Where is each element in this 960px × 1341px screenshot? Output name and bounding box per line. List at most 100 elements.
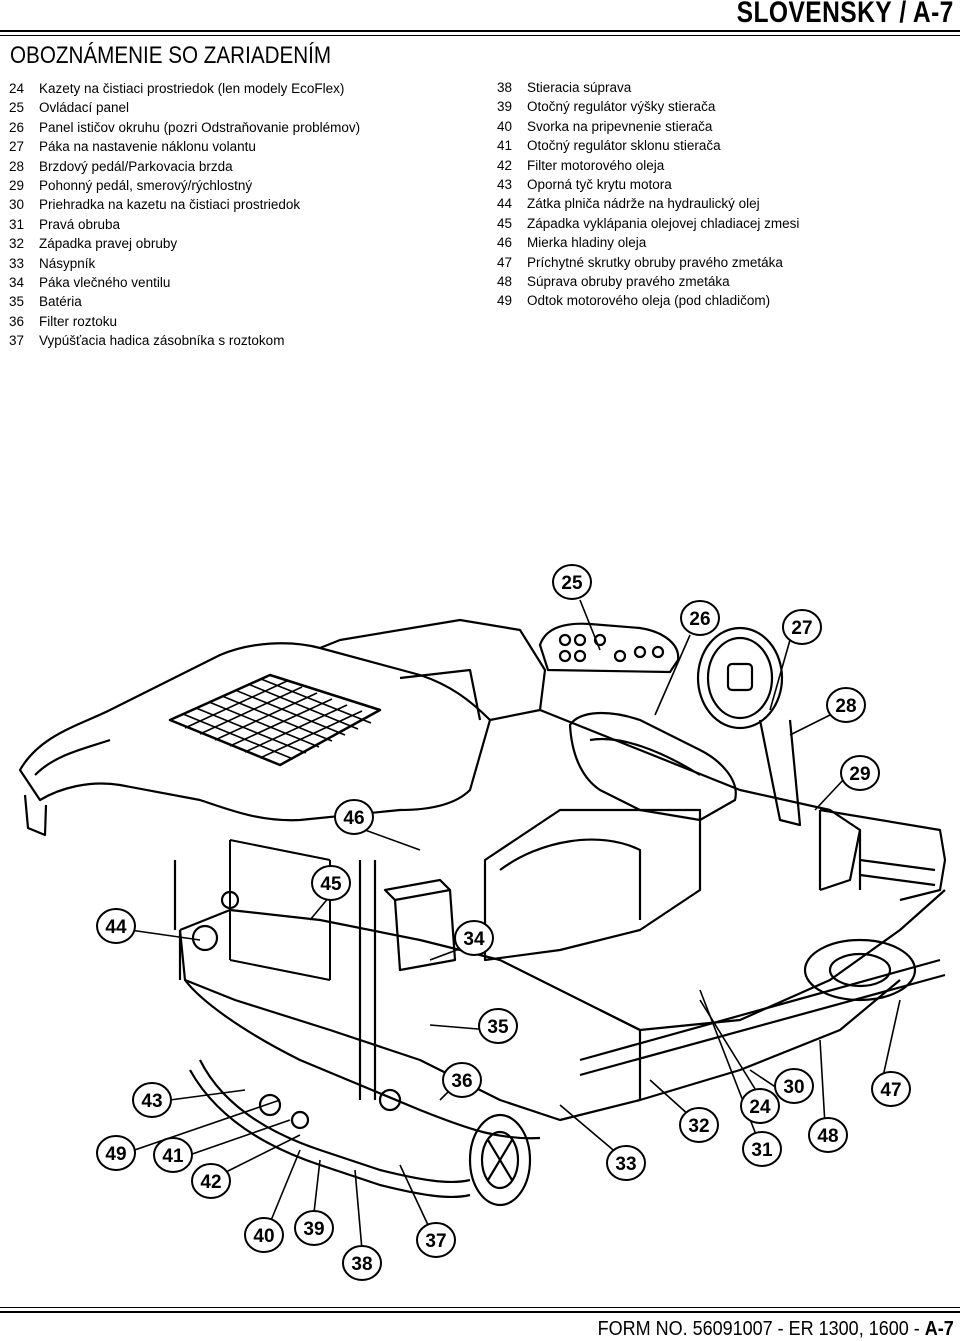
legend-item: 24 Kazety na čistiaci prostriedok (len mo… [9, 79, 360, 98]
callout-label: 29 [849, 764, 870, 785]
callout-label: 36 [451, 1071, 472, 1092]
callout-30: 30 [774, 1068, 814, 1104]
legend-text: Pravá obruba [39, 216, 121, 232]
legend-item: 32 Západka pravej obruby [9, 234, 360, 253]
legend-number: 31 [9, 216, 25, 232]
legend-number: 36 [9, 313, 25, 329]
legend-item: 25 Ovládací panel [9, 98, 360, 117]
callout-label: 28 [835, 696, 856, 717]
legend-number: 46 [497, 235, 513, 251]
footer-rule-thin [0, 1307, 960, 1308]
legend-text: Kazety na čistiaci prostriedok (len mode… [39, 81, 345, 96]
callout-36: 36 [442, 1062, 482, 1098]
legend-number: 28 [9, 158, 25, 174]
legend-text: Vypúšťacia hadica zásobníka s roztokom [39, 333, 285, 349]
legend-number: 49 [497, 293, 513, 309]
legend-left: 24 Kazety na čistiaci prostriedok (len mo… [9, 79, 360, 350]
legend-number: 44 [497, 196, 513, 212]
legend-text: Príchytné skrutky obruby pravého zmetáka [527, 254, 783, 270]
legend-number: 43 [497, 176, 513, 192]
legend-number: 42 [497, 157, 513, 173]
callout-label: 38 [351, 1254, 372, 1275]
legend-text: Západka pravej obruby [39, 236, 178, 252]
callout-label: 42 [200, 1172, 221, 1193]
page-number: A-7 [924, 1318, 954, 1340]
callout-label: 41 [162, 1146, 184, 1167]
callout-43: 43 [132, 1082, 172, 1118]
legend-item: 29 Pohonný pedál, smerový/rýchlostný [9, 176, 360, 195]
callout-label: 37 [425, 1231, 446, 1252]
machine-outline [18, 618, 947, 1207]
legend-item: 42 Filter motorového oleja [497, 156, 799, 175]
legend-text: Filter motorového oleja [527, 157, 665, 173]
page-header-language: SLOVENSKÝ / A-7 [736, 0, 954, 29]
callout-38: 38 [342, 1245, 382, 1281]
legend-item: 26 Panel ističov okruhu (pozri Odstraňova… [9, 118, 360, 137]
callout-25: 25 [552, 564, 592, 600]
legend-text: Ovládací panel [39, 100, 130, 116]
legend-text: Páka vlečného ventilu [39, 274, 171, 290]
legend-number: 38 [497, 80, 513, 95]
legend-item: 35 Batéria [9, 292, 360, 311]
legend-number: 45 [497, 215, 513, 231]
callout-label: 30 [783, 1077, 804, 1098]
legend-number: 34 [9, 274, 25, 290]
legend-item: 31 Pravá obruba [9, 215, 360, 234]
callout-label: 24 [749, 1097, 771, 1118]
legend-number: 48 [497, 273, 513, 289]
legend-number: 32 [9, 236, 25, 252]
legend-text: Otočný regulátor výšky stierača [527, 99, 716, 115]
legend-number: 35 [9, 294, 25, 310]
form-number: FORM NO. 56091007 - ER 1300, 1600 - [597, 1318, 925, 1340]
callout-label: 33 [615, 1154, 636, 1175]
callout-label: 31 [751, 1140, 773, 1161]
callout-32: 32 [679, 1107, 719, 1143]
callout-27: 27 [782, 609, 822, 645]
legend-number: 29 [9, 177, 25, 193]
legend-number: 26 [9, 119, 25, 135]
callout-label: 46 [343, 808, 364, 829]
callout-label: 25 [561, 573, 583, 594]
legend-number: 30 [9, 197, 25, 213]
callout-label: 45 [320, 874, 342, 895]
callout-label: 49 [105, 1144, 126, 1165]
callout-44: 44 [96, 908, 136, 944]
legend-item: 49 Odtok motorového oleja (pod chladičom) [497, 291, 799, 310]
callout-label: 47 [880, 1080, 901, 1101]
callout-41: 41 [153, 1137, 193, 1173]
legend-text: Batéria [39, 294, 82, 310]
callout-46: 46 [334, 799, 374, 835]
legend-text: Násypník [39, 255, 96, 271]
legend-item: 48 Súprava obruby pravého zmetáka [497, 272, 799, 291]
legend-text: Odtok motorového oleja (pod chladičom) [527, 293, 771, 309]
legend-text: Páka na nastavenie náklonu volantu [39, 139, 256, 155]
legend-number: 41 [497, 138, 513, 154]
callout-34: 34 [454, 920, 494, 956]
legend-number: 24 [9, 81, 25, 96]
callout-31: 31 [742, 1131, 782, 1167]
callout-label: 34 [463, 929, 485, 950]
callout-26: 26 [680, 600, 720, 636]
page-footer: FORM NO. 56091007 - ER 1300, 1600 - A-7 [598, 1318, 954, 1341]
callout-label: 27 [791, 618, 812, 639]
legend-text: Súprava obruby pravého zmetáka [527, 273, 730, 289]
legend-text: Oporná tyč krytu motora [527, 176, 672, 192]
legend-text: Pohonný pedál, smerový/rýchlostný [39, 177, 253, 193]
callout-49: 49 [96, 1135, 136, 1171]
header-rule-thin [0, 35, 960, 36]
legend-number: 25 [9, 100, 25, 116]
legend-item: 43 Oporná tyč krytu motora [497, 175, 799, 194]
legend-text: Panel ističov okruhu (pozri Odstraňovani… [39, 119, 361, 135]
callout-48: 48 [808, 1117, 848, 1153]
callout-45: 45 [311, 865, 351, 901]
